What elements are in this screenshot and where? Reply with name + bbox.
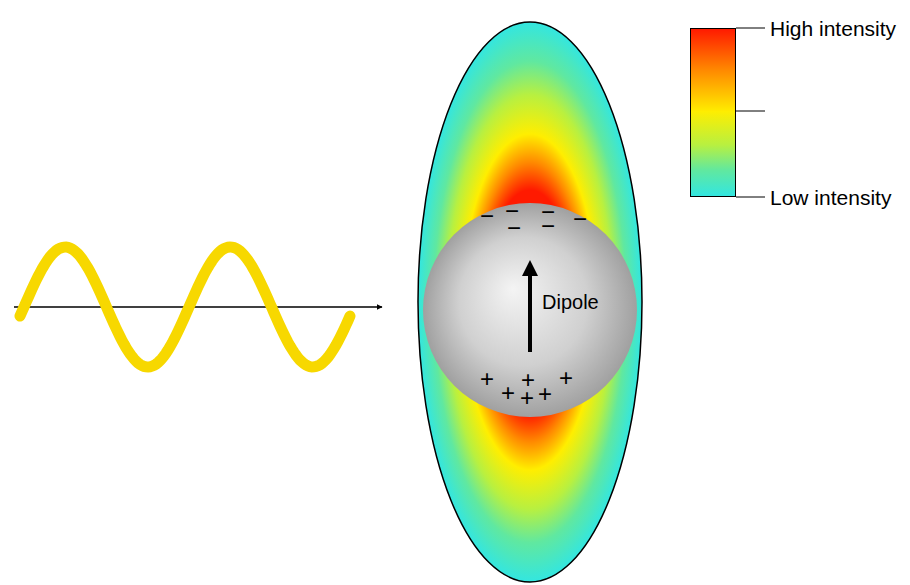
legend-text: Low intensity bbox=[770, 187, 891, 208]
charge-sign: − bbox=[507, 216, 521, 240]
tick bbox=[736, 197, 765, 198]
propagation-axis bbox=[14, 306, 382, 308]
legend-text: High intensity bbox=[770, 18, 896, 39]
charge-sign: − bbox=[573, 207, 587, 231]
intensity-scale bbox=[690, 28, 736, 112]
charge-sign: + bbox=[520, 386, 534, 410]
charge-sign: + bbox=[501, 381, 515, 405]
dipole-label: Dipole bbox=[542, 292, 599, 312]
charge-sign: − bbox=[480, 204, 494, 228]
intensity-scale bbox=[690, 111, 736, 197]
tick bbox=[736, 111, 765, 112]
charge-sign: + bbox=[538, 382, 552, 406]
light-wave bbox=[20, 247, 350, 367]
charge-sign: + bbox=[480, 367, 494, 391]
charge-sign: − bbox=[541, 214, 555, 238]
tick bbox=[736, 28, 765, 29]
field-ellipse bbox=[418, 22, 642, 582]
charge-sign: + bbox=[559, 366, 573, 390]
